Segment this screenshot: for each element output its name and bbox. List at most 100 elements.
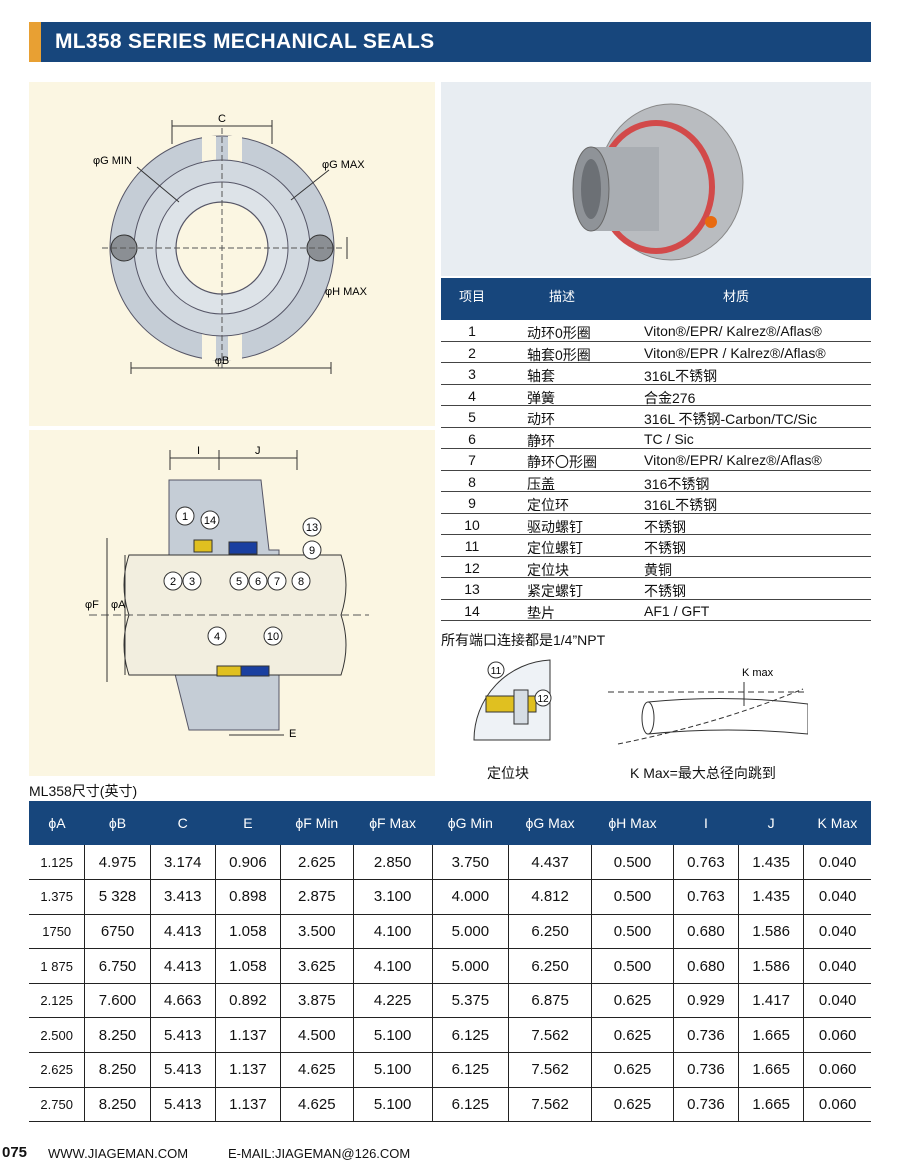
label-j: J xyxy=(255,445,261,457)
callout-number: 5 xyxy=(236,576,242,588)
parts-item-number: 8 xyxy=(468,473,476,490)
dimension-cell: 3.750 xyxy=(431,845,509,881)
dimension-cell: 2.750 xyxy=(29,1087,85,1123)
dimension-cell: 0.040 xyxy=(803,845,871,881)
dimension-cell: 1.586 xyxy=(738,914,804,950)
dimension-cell: 0.060 xyxy=(803,1017,871,1054)
dimension-cell: 0.040 xyxy=(803,948,871,984)
dimension-cell: 5.000 xyxy=(431,948,509,984)
dimension-cell: 1.665 xyxy=(738,1087,804,1123)
dimension-header-cell: ϕF Min xyxy=(280,801,354,845)
parts-item-number: 1 xyxy=(468,323,476,339)
callout-bubble xyxy=(248,571,268,591)
dimension-cell: 4.100 xyxy=(352,914,433,950)
callout-number: 8 xyxy=(298,576,304,588)
locating-block-caption: 定位块 xyxy=(487,765,529,781)
parts-material: 黄铜 xyxy=(644,561,672,578)
parts-description: 定位块 xyxy=(527,561,569,578)
parts-material: 316L不锈钢 xyxy=(644,497,718,513)
email-link[interactable]: E-MAIL:JIAGEMAN@126.COM xyxy=(228,1146,411,1161)
dimension-cell: 4.625 xyxy=(280,1087,354,1123)
dimension-cell: 1.375 xyxy=(29,879,85,915)
callout-bubble xyxy=(163,571,183,591)
dimension-cell: 1.435 xyxy=(738,845,804,881)
callout-number: 7 xyxy=(274,576,280,588)
parts-row: 12 定位块 黄铜 xyxy=(441,557,871,578)
dimension-header-cell: ϕH Max xyxy=(591,801,674,845)
front-view-svg: C φG MIN φG MAX φH MAX φB xyxy=(93,113,368,374)
dimension-header-cell: K Max xyxy=(803,801,871,845)
parts-description: 垫片 xyxy=(527,604,555,621)
dimension-cell: 0.500 xyxy=(591,914,674,950)
callout-number: 14 xyxy=(204,515,216,527)
dimension-cell: 4.663 xyxy=(149,983,216,1019)
dimension-cell: 8.250 xyxy=(84,1087,151,1123)
parts-item-number: 5 xyxy=(468,409,476,425)
dimension-cell: 0.680 xyxy=(672,914,739,950)
dimension-cell: 7.562 xyxy=(508,1087,592,1123)
dimension-cell: 0.625 xyxy=(591,1052,674,1088)
parts-item-number: 12 xyxy=(464,559,480,576)
parts-material: 不锈钢 xyxy=(644,540,686,556)
dimension-cell: 0.680 xyxy=(672,948,739,984)
dimension-cell: 0.736 xyxy=(672,1017,739,1054)
website-link[interactable]: WWW.JIAGEMAN.COM xyxy=(48,1146,189,1161)
dimension-header-cell: E xyxy=(215,801,281,845)
dimension-cell: 0.929 xyxy=(672,983,739,1019)
dimension-cell: 6.125 xyxy=(431,1017,509,1054)
callout-bubble xyxy=(302,517,322,537)
callout-number: 9 xyxy=(309,545,315,557)
page-header: ML358 SERIES MECHANICAL SEALS xyxy=(29,22,871,62)
dimension-header-cell: I xyxy=(673,801,739,845)
header-accent-bar xyxy=(29,22,41,62)
label-f: φF xyxy=(85,599,99,611)
callout-number: 1 xyxy=(182,511,188,523)
dimension-cell: 0.763 xyxy=(672,845,739,881)
dimension-cell: 6.250 xyxy=(508,914,592,950)
dimension-cell: 3.413 xyxy=(149,879,216,915)
dimension-cell: 0.040 xyxy=(803,914,871,950)
dimension-cell: 1.137 xyxy=(214,1087,281,1123)
dimension-cell: 0.736 xyxy=(672,1087,739,1123)
kmax-label: K max xyxy=(742,667,774,679)
dimension-cell: 2.875 xyxy=(280,879,354,915)
dimension-header-cell: C xyxy=(150,801,216,845)
dimension-cell: 4.100 xyxy=(352,948,433,984)
callout-number: 2 xyxy=(170,576,176,588)
parts-item-number: 14 xyxy=(464,602,480,619)
callout-bubble xyxy=(200,510,220,530)
parts-item-number: 13 xyxy=(464,581,480,597)
parts-item-number: 10 xyxy=(464,516,480,533)
dimension-cell: 6.250 xyxy=(508,948,592,984)
label-e: E xyxy=(289,728,296,740)
dimension-cell: 0.906 xyxy=(214,845,281,881)
parts-description: 轴套 xyxy=(527,368,555,384)
dimension-header-cell: J xyxy=(738,801,804,845)
dimension-cell: 1.058 xyxy=(214,914,281,950)
dimension-cell: 2.850 xyxy=(352,845,433,881)
kmax-caption: K Max=最大总径向跳到 xyxy=(630,765,776,781)
dimension-header-cell: ϕB xyxy=(84,801,151,845)
dimension-cell: 4.225 xyxy=(352,983,433,1019)
dimension-cell: 5.375 xyxy=(431,983,509,1019)
dimension-cell: 1.665 xyxy=(738,1017,804,1054)
parts-material: AF1 / GFT xyxy=(644,602,710,619)
dimension-cell: 1.586 xyxy=(738,948,804,984)
dimension-cell: 6750 xyxy=(84,914,151,950)
dimension-cell: 4.000 xyxy=(431,879,509,915)
dimension-cell: 0.736 xyxy=(672,1052,739,1088)
dimension-header-cell: ϕG Min xyxy=(432,801,509,845)
dimension-cell: 5.000 xyxy=(431,914,509,950)
dimension-cell: 4.413 xyxy=(149,948,216,984)
parts-item-number: 7 xyxy=(468,452,476,468)
parts-description: 紧定螺钉 xyxy=(527,583,583,599)
label-i: I xyxy=(197,445,200,457)
